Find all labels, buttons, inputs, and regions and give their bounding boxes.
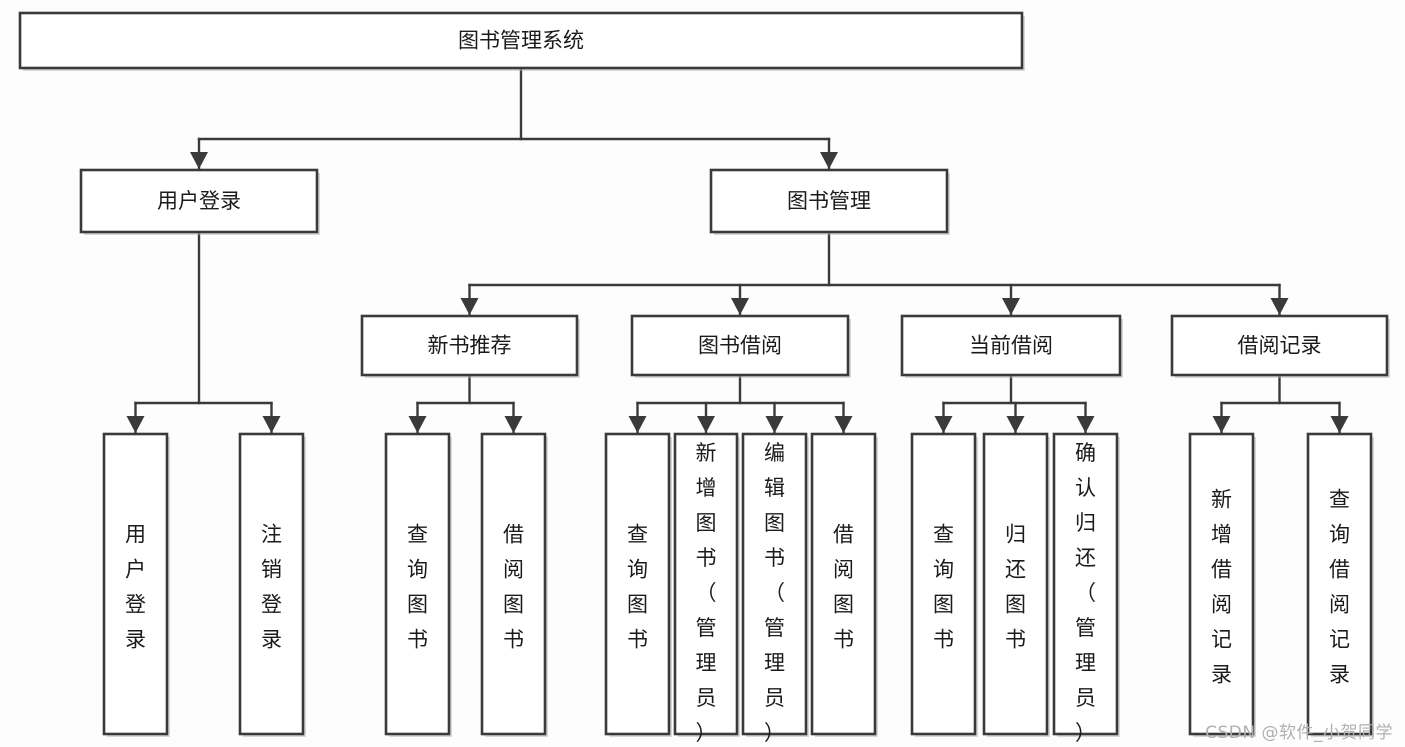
arrow-head-icon bbox=[1270, 298, 1289, 315]
node-leaf-leaf-confirm-return[interactable]: 确认归还（管理员） bbox=[1052, 432, 1120, 745]
node-label: 确认归还（管理员） bbox=[1075, 441, 1096, 745]
node-level3-new-book-rec[interactable]: 新书推荐 bbox=[360, 314, 580, 378]
node-label: 用户登录 bbox=[125, 522, 146, 651]
node-leaf-leaf-edit-book[interactable]: 编辑图书（管理员） bbox=[741, 432, 809, 745]
arrow-head-icon bbox=[460, 298, 479, 315]
node-label: 当前借阅 bbox=[969, 334, 1053, 358]
node-label: 查询借阅记录 bbox=[1329, 487, 1350, 686]
node-label: 编辑图书（管理员） bbox=[764, 441, 785, 745]
arrow-head-icon bbox=[408, 416, 427, 433]
node-leaf-leaf-borrow-book-rec[interactable]: 借阅图书 bbox=[480, 432, 548, 737]
arrow-head-icon bbox=[126, 416, 145, 433]
node-label: 新增图书（管理员） bbox=[696, 441, 717, 745]
node-level3-book-borrow[interactable]: 图书借阅 bbox=[630, 314, 851, 378]
node-label: 用户登录 bbox=[157, 189, 241, 213]
arrow-head-icon bbox=[1330, 416, 1349, 433]
node-leaf-leaf-borrow-book[interactable]: 借阅图书 bbox=[810, 432, 878, 737]
node-label: 借阅记录 bbox=[1238, 334, 1322, 358]
node-level3-borrow-record[interactable]: 借阅记录 bbox=[1170, 314, 1390, 378]
arrow-head-icon bbox=[731, 298, 749, 315]
node-label: 借阅图书 bbox=[833, 522, 854, 651]
node-label: 查询图书 bbox=[407, 522, 428, 651]
arrow-head-icon bbox=[190, 152, 208, 169]
node-label: 借阅图书 bbox=[503, 522, 524, 651]
connector-group-book-borrow bbox=[628, 373, 853, 435]
node-level3-current-borrow[interactable]: 当前借阅 bbox=[900, 314, 1123, 378]
connector-group-book-manage bbox=[460, 230, 1289, 317]
node-leaf-leaf-user-login[interactable]: 用户登录 bbox=[102, 432, 170, 737]
node-leaf-leaf-add-record[interactable]: 新增借阅记录 bbox=[1188, 432, 1256, 737]
arrow-head-icon bbox=[262, 416, 281, 433]
arrow-head-icon bbox=[1076, 416, 1095, 433]
nodes-layer: 图书管理系统用户登录图书管理新书推荐图书借阅当前借阅借阅记录用户登录注销登录查询… bbox=[18, 11, 1390, 745]
node-leaf-leaf-logout[interactable]: 注销登录 bbox=[238, 432, 306, 737]
arrow-head-icon bbox=[1212, 416, 1231, 433]
connector-group-current-borrow bbox=[934, 373, 1095, 435]
arrow-head-icon bbox=[834, 416, 853, 433]
connector-group-user-login bbox=[126, 230, 281, 435]
connector-group-root bbox=[190, 66, 838, 171]
node-leaf-leaf-add-book[interactable]: 新增图书（管理员） bbox=[673, 432, 740, 745]
node-label: 注销登录 bbox=[261, 522, 282, 651]
arrow-head-icon bbox=[628, 416, 647, 433]
arrow-head-icon bbox=[934, 416, 953, 433]
connector-group-borrow-record bbox=[1212, 373, 1349, 435]
node-root[interactable]: 图书管理系统 bbox=[18, 11, 1025, 71]
node-level2-user-login[interactable]: 用户登录 bbox=[79, 168, 320, 235]
node-label: 图书借阅 bbox=[698, 334, 782, 358]
connector-group-new-book-rec bbox=[408, 373, 523, 435]
node-label: 图书管理系统 bbox=[458, 29, 584, 53]
node-leaf-leaf-return-book[interactable]: 归还图书 bbox=[982, 432, 1050, 737]
arrow-head-icon bbox=[697, 416, 715, 433]
arrow-head-icon bbox=[504, 416, 523, 433]
node-leaf-leaf-query-book-rec[interactable]: 查询图书 bbox=[384, 432, 452, 737]
node-leaf-leaf-query-current[interactable]: 查询图书 bbox=[910, 432, 978, 737]
node-label: 图书管理 bbox=[787, 189, 871, 213]
node-label: 查询图书 bbox=[933, 522, 954, 651]
arrow-head-icon bbox=[765, 416, 784, 433]
connectors-layer bbox=[126, 66, 1349, 435]
watermark-label: CSDN @软件_小贺同学 bbox=[1205, 723, 1393, 743]
node-level2-book-manage[interactable]: 图书管理 bbox=[709, 168, 950, 235]
arrow-head-icon bbox=[1002, 298, 1020, 315]
arrow-head-icon bbox=[820, 152, 838, 169]
arrow-head-icon bbox=[1006, 416, 1025, 433]
node-leaf-leaf-query-record[interactable]: 查询借阅记录 bbox=[1306, 432, 1374, 737]
node-leaf-leaf-query-book[interactable]: 查询图书 bbox=[604, 432, 672, 737]
node-label: 归还图书 bbox=[1005, 522, 1026, 651]
node-label: 新增借阅记录 bbox=[1211, 487, 1232, 686]
node-label: 查询图书 bbox=[627, 522, 648, 651]
node-label: 新书推荐 bbox=[428, 334, 512, 358]
